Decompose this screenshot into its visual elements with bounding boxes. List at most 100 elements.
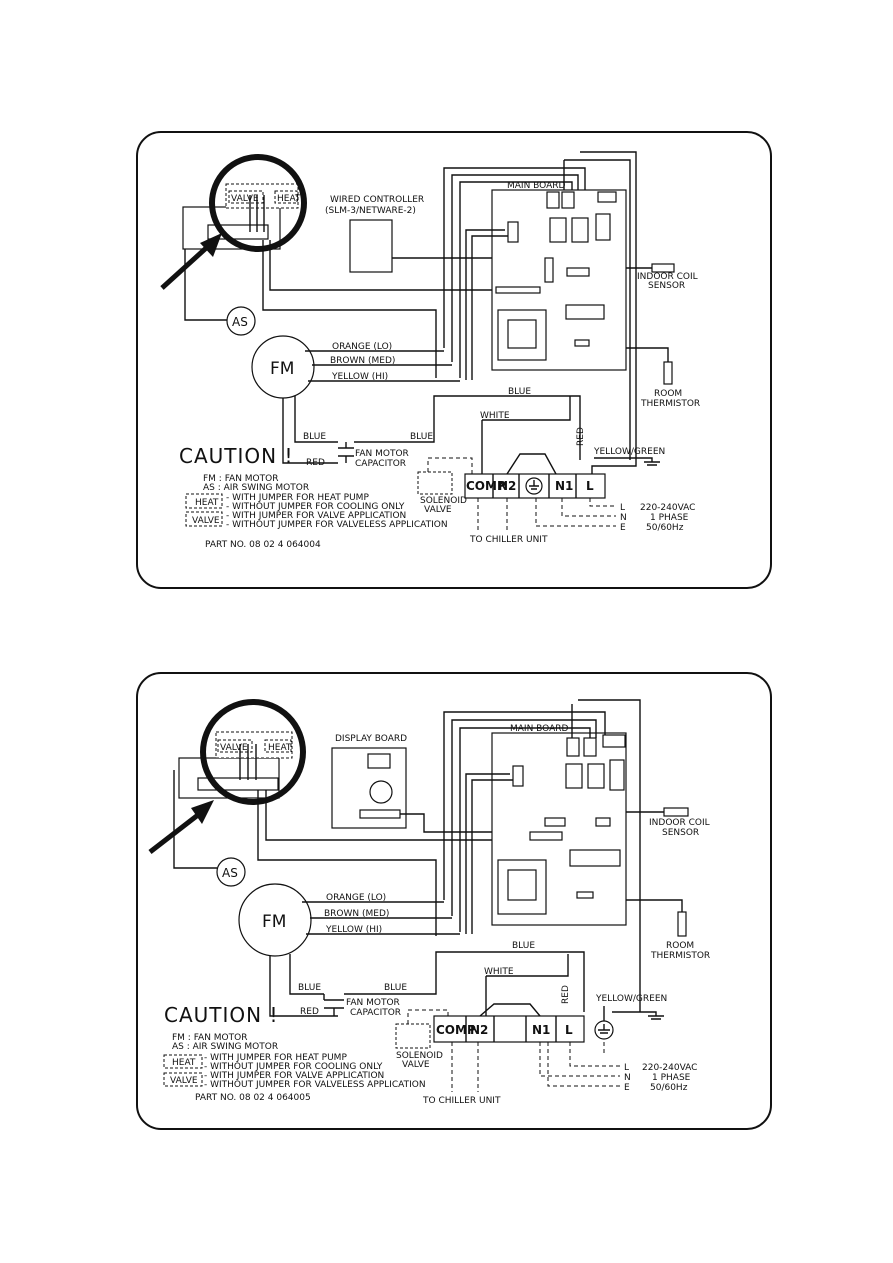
thermistor-wire [626, 347, 669, 362]
bridge-wire [479, 1003, 541, 1017]
legend-fm: FM : FAN MOTOR [203, 474, 278, 484]
valve-with-text: - WITH JUMPER FOR VALVE APPLICATION [226, 511, 406, 521]
board-header [595, 817, 611, 827]
yellow-green-label: YELLOW/GREEN [593, 447, 665, 457]
solenoid-label-2: VALVE [424, 505, 452, 515]
relay-2 [561, 191, 575, 209]
solenoid-wire [407, 1009, 449, 1024]
terminal-comp: COMP [466, 479, 506, 493]
board-jumper [512, 765, 524, 787]
heat-with-text: - WITH JUMPER FOR HEAT PUMP [226, 493, 369, 503]
white-label: WHITE [480, 411, 510, 421]
board-header [495, 286, 541, 294]
terminal-comp: COMP [436, 1023, 476, 1037]
as-wire [173, 770, 217, 869]
wiring-diagram-2: VALVE HEAT DISPLAY BOARD MAIN BOARD [136, 672, 772, 1130]
valve-legend-label: VALVE [192, 516, 220, 526]
jumper-link [471, 235, 508, 380]
earth-symbol [598, 1024, 610, 1034]
yellow-label: YELLOW (HI) [331, 372, 388, 382]
terminal-n1: N1 [555, 479, 573, 493]
display-cable [400, 813, 530, 833]
supply-wire [580, 151, 637, 474]
board-terminal [602, 734, 626, 748]
heat-jumper-label: HEAT [277, 194, 301, 204]
blue-supply-wire [344, 951, 585, 1012]
cap-label-2: CAPACITOR [350, 1008, 401, 1018]
heat-legend-label: HEAT [195, 498, 219, 508]
part-number: PART NO. 08 02 4 064004 [205, 540, 321, 550]
heat-without-text: - WITHOUT JUMPER FOR COOLING ONLY [204, 1062, 383, 1072]
blue-label-main: BLUE [508, 387, 531, 397]
valve-jumper-box [217, 739, 253, 753]
relay-3 [565, 763, 583, 789]
terminal-dividers [465, 1016, 557, 1042]
valve-without-text: - WITHOUT JUMPER FOR VALVELESS APPLICATI… [226, 520, 448, 530]
solenoid-valve [395, 1023, 431, 1049]
indoor-coil-label: INDOOR COIL [637, 272, 698, 282]
bridge-wire [506, 453, 557, 475]
blue-label-cap: BLUE [303, 432, 326, 442]
red-label-cap: RED [306, 458, 325, 468]
transformer-core [507, 319, 537, 349]
as-symbol: AS [222, 866, 238, 880]
blue-cap-wire [294, 396, 338, 443]
white-wire [482, 396, 571, 421]
terminal-n2: N2 [498, 479, 516, 493]
brown-label: BROWN (MED) [330, 356, 395, 366]
terminal-n1: N1 [532, 1023, 550, 1037]
thermistor-label: THERMISTOR [650, 951, 710, 961]
as-symbol: AS [232, 315, 248, 329]
relay-4 [587, 763, 605, 789]
valve-legend-label: VALVE [170, 1076, 198, 1086]
valve-legend-box [163, 1072, 203, 1087]
voltage-label: 220-240VAC [642, 1063, 697, 1073]
chiller-wires [477, 498, 508, 532]
controller-label: WIRED CONTROLLER [330, 195, 424, 205]
display-board-label: DISPLAY BOARD [335, 734, 407, 744]
valve-jumper-label: VALVE [220, 743, 248, 753]
sensor-label: SENSOR [648, 281, 685, 291]
supply-e: E [620, 523, 626, 533]
display-led-block [367, 753, 391, 769]
frequency-label: 50/60Hz [650, 1083, 688, 1093]
magnifier-circle [209, 154, 307, 252]
as-wire [184, 249, 232, 321]
board-header [574, 339, 590, 347]
main-board-label: MAIN BOARD [510, 724, 569, 734]
red-label-cap: RED [300, 1007, 319, 1017]
heat-legend-label: HEAT [172, 1058, 196, 1068]
fm-symbol: FM [262, 912, 286, 932]
valve-legend-box [185, 511, 223, 527]
pointer-arrowhead [191, 800, 214, 824]
part-number: PART NO. 08 02 4 064005 [195, 1093, 311, 1103]
brown-label: BROWN (MED) [324, 909, 389, 919]
terminal-l: L [565, 1023, 573, 1037]
cap-label-1: FAN MOTOR [346, 998, 400, 1008]
supply-e: E [624, 1083, 630, 1093]
red-cap-wire [282, 398, 338, 464]
board-terminal [597, 191, 617, 203]
orange-label: ORANGE (LO) [326, 893, 386, 903]
heat-without-text: - WITHOUT JUMPER FOR COOLING ONLY [226, 502, 405, 512]
board-component [609, 759, 625, 791]
indoor-coil-sensor [651, 263, 675, 273]
solenoid-wire [427, 457, 473, 474]
thermistor-wire [626, 899, 683, 912]
heat-jumper-box [274, 190, 298, 204]
white-wire [486, 954, 569, 977]
air-swing-motor [216, 857, 246, 887]
jumper-link [465, 229, 505, 380]
brown-wire [451, 719, 597, 916]
supply-l-wire [564, 159, 631, 460]
board-header [544, 257, 554, 283]
microcontroller [565, 304, 605, 320]
room-label: ROOM [666, 941, 694, 951]
heat-legend-box [185, 493, 223, 509]
voltage-label: 220-240VAC [640, 503, 695, 513]
yellow-label: YELLOW (HI) [325, 925, 382, 935]
indoor-coil-sensor [663, 807, 689, 817]
yellow-green-label: YELLOW/GREEN [595, 994, 667, 1004]
board-header [566, 267, 590, 277]
capacitor-symbol [323, 994, 344, 1016]
